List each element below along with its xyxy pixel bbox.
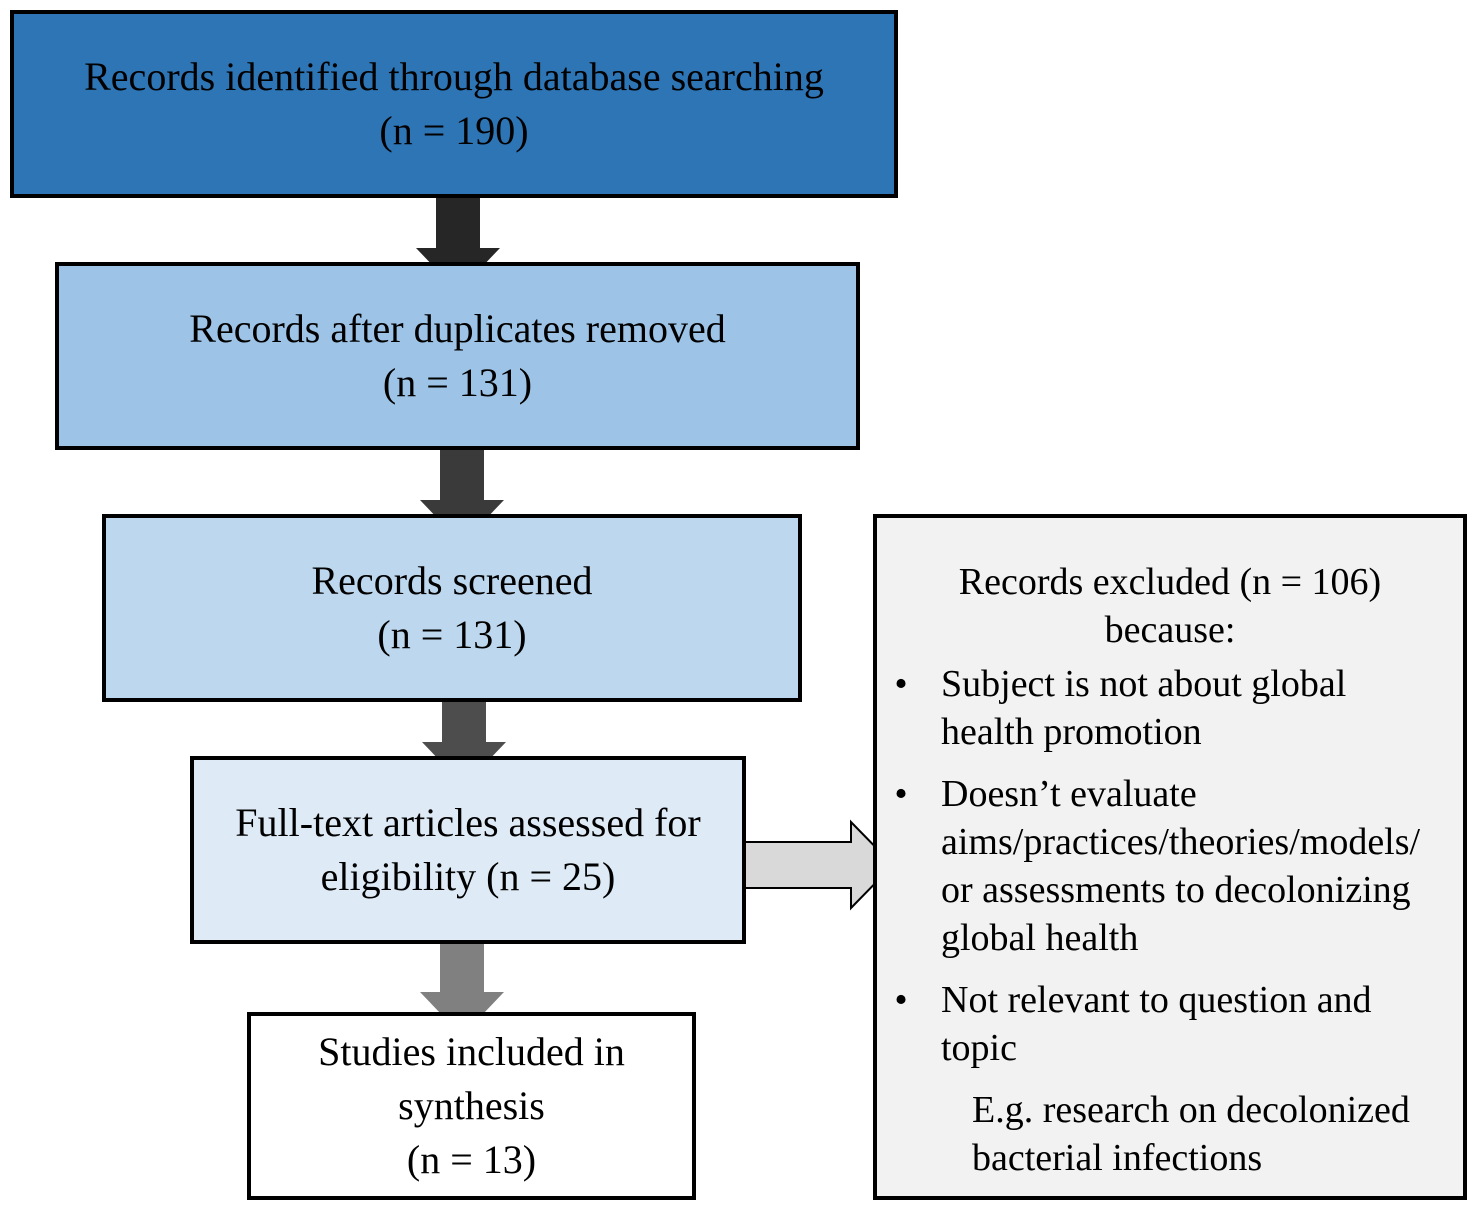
records-screened-box: Records screened (n = 131) bbox=[102, 514, 802, 702]
records-deduplicated-label: Records after duplicates removed bbox=[189, 306, 726, 351]
reason-line: topic bbox=[941, 1027, 1017, 1069]
bullet-icon: • bbox=[894, 663, 908, 705]
exclusion-example-line-2: bacterial infections bbox=[972, 1137, 1263, 1179]
records-deduplicated-count: (n = 131) bbox=[382, 360, 533, 405]
records-excluded-heading: Records excluded (n = 106) because: bbox=[877, 558, 1463, 654]
reason-line: or assessments to decolonizing bbox=[941, 869, 1411, 911]
reason-line: Not relevant to question and bbox=[941, 979, 1372, 1021]
reason-line: Subject is not about global bbox=[941, 663, 1347, 705]
fulltext-assessed-count: eligibility (n = 25) bbox=[320, 854, 616, 899]
records-screened-count: (n = 131) bbox=[377, 612, 527, 657]
exclusion-example: E.g. research on decolonized bacterial i… bbox=[972, 1086, 1410, 1182]
records-excluded-count: Records excluded (n = 106) bbox=[958, 561, 1382, 603]
exclusion-reason-text: Not relevant to question and topic bbox=[941, 976, 1372, 1072]
records-deduplicated-box: Records after duplicates removed (n = 13… bbox=[55, 262, 860, 450]
studies-included-label-2: synthesis bbox=[398, 1083, 545, 1128]
records-identified-count: (n = 190) bbox=[379, 108, 529, 153]
fulltext-assessed-label: Full-text articles assessed for bbox=[235, 800, 701, 845]
bullet-icon: • bbox=[894, 773, 908, 815]
reason-line: global health bbox=[941, 917, 1139, 959]
exclusion-reason-text: Doesn’t evaluate aims/practices/theories… bbox=[941, 770, 1420, 962]
bullet-icon: • bbox=[894, 979, 908, 1021]
exclusion-example-line-1: E.g. research on decolonized bbox=[972, 1089, 1410, 1131]
records-excluded-because: because: bbox=[1104, 609, 1236, 651]
studies-included-count: (n = 13) bbox=[406, 1137, 537, 1182]
right-arrow-excluded bbox=[728, 819, 895, 911]
studies-included-label-1: Studies included in bbox=[318, 1029, 625, 1074]
exclusion-reason-text: Subject is not about global health promo… bbox=[941, 660, 1346, 756]
records-identified-box: Records identified through database sear… bbox=[10, 10, 898, 198]
reason-line: health promotion bbox=[941, 711, 1202, 753]
reason-line: Doesn’t evaluate bbox=[941, 773, 1197, 815]
records-screened-label: Records screened bbox=[311, 558, 593, 603]
records-identified-label: Records identified through database sear… bbox=[84, 54, 824, 99]
reason-line: aims/practices/theories/models/ bbox=[941, 821, 1421, 863]
fulltext-assessed-box: Full-text articles assessed for eligibil… bbox=[190, 756, 746, 944]
studies-included-box: Studies included in synthesis (n = 13) bbox=[247, 1012, 696, 1200]
records-excluded-box: Records excluded (n = 106) because: • Su… bbox=[873, 514, 1467, 1200]
